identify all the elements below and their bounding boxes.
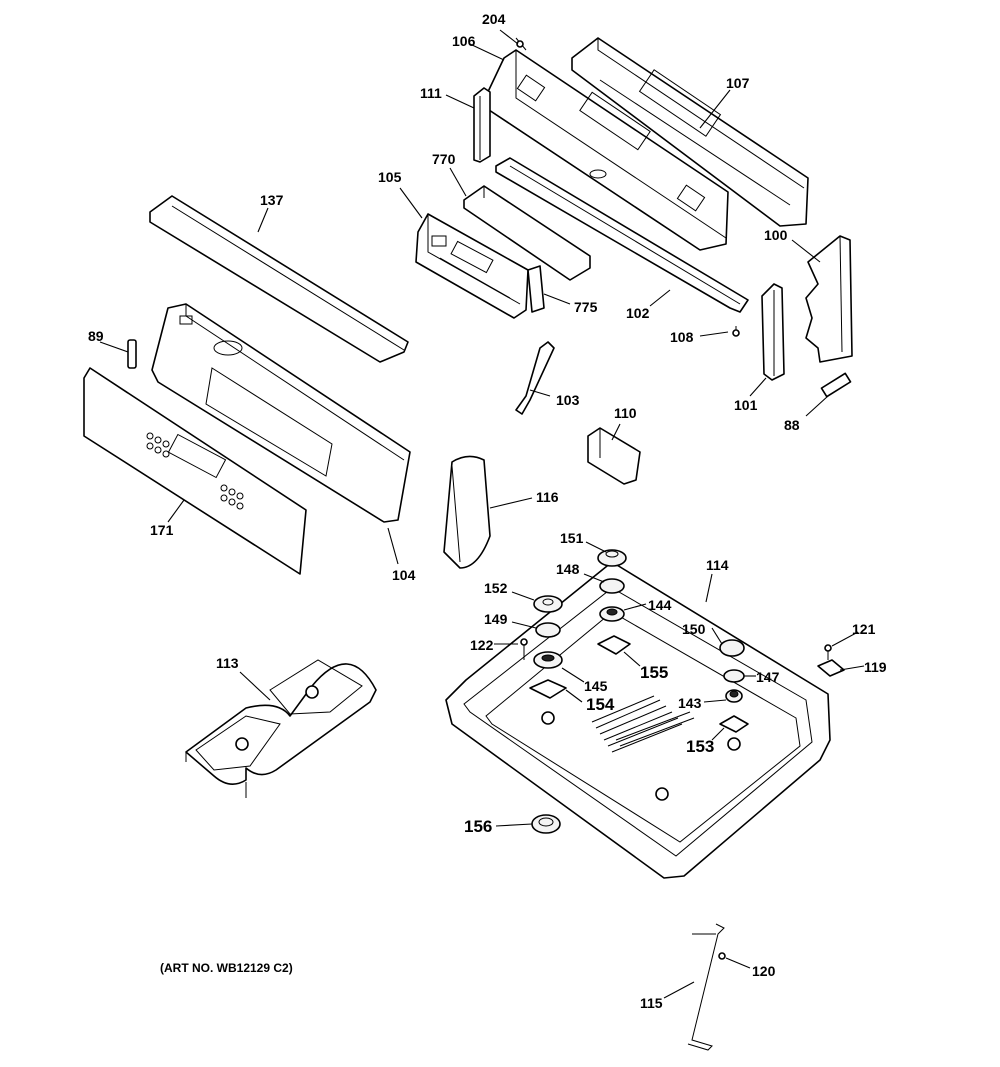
callout-100: 100 — [764, 227, 788, 243]
callout-116: 116 — [536, 489, 559, 505]
part-107-rear-cover — [571, 37, 809, 227]
callout-151: 151 — [560, 530, 584, 546]
callout-121: 121 — [852, 621, 876, 637]
part-116-end-cover — [443, 455, 491, 569]
callout-770: 770 — [432, 151, 456, 167]
part-137-top-trim — [149, 195, 409, 363]
callout-115: 115 — [640, 995, 663, 1011]
callout-156: 156 — [464, 817, 492, 836]
part-156-grommet — [531, 814, 561, 834]
callout-155: 155 — [640, 663, 668, 682]
part-143-burner-head — [725, 689, 743, 703]
part-151-burner-cap — [597, 549, 627, 567]
callout-104: 104 — [392, 567, 416, 583]
part-105-control-board — [415, 213, 529, 319]
part-100-side-panel — [805, 235, 853, 363]
callout-775: 775 — [574, 299, 598, 315]
part-106-backsplash-panel — [485, 49, 729, 251]
callout-113: 113 — [216, 655, 239, 671]
callout-103: 103 — [556, 392, 580, 408]
callout-145: 145 — [584, 678, 608, 694]
part-89-endcap — [127, 339, 137, 369]
part-114-cooktop — [445, 561, 831, 879]
part-149-burner-cap — [535, 622, 561, 638]
part-119-clip — [817, 659, 845, 677]
part-120-screw — [718, 952, 726, 960]
part-171-glass-panel — [83, 367, 307, 575]
callout-88: 88 — [784, 417, 800, 433]
part-775-bracket — [527, 265, 545, 313]
part-152-burner-cap — [533, 595, 563, 613]
part-150-burner-cap — [719, 639, 745, 657]
part-154-burner-plate — [529, 679, 567, 699]
callout-144: 144 — [648, 597, 672, 613]
callout-106: 106 — [452, 33, 476, 49]
part-113-burner-grate — [185, 659, 377, 798]
art-number: (ART NO. WB12129 C2) — [160, 961, 293, 975]
callout-114: 114 — [706, 557, 729, 573]
callout-171: 171 — [150, 522, 174, 538]
leader-lines — [99, 29, 865, 999]
callout-154: 154 — [586, 695, 615, 714]
callout-119: 119 — [864, 659, 887, 675]
callout-110: 110 — [614, 405, 637, 421]
part-115-rod — [687, 923, 725, 1051]
callout-111: 111 — [420, 85, 442, 101]
callout-153: 153 — [686, 737, 714, 756]
callout-labels: 204 106 107 111 770 105 137 100 102 775 … — [88, 11, 887, 1011]
callout-105: 105 — [378, 169, 402, 185]
part-88-spacer — [820, 372, 852, 398]
callout-120: 120 — [752, 963, 776, 979]
part-108-screw — [732, 326, 740, 337]
part-148-burner-cap — [599, 578, 625, 594]
callout-150: 150 — [682, 621, 706, 637]
part-155-burner-plate — [597, 635, 631, 655]
callout-101: 101 — [734, 397, 758, 413]
part-102-rail — [495, 157, 749, 313]
part-204-screw — [515, 37, 527, 51]
part-104-control-panel — [151, 303, 411, 523]
part-111-side-bracket — [473, 87, 491, 163]
part-770-control-bracket — [463, 185, 591, 281]
callout-102: 102 — [626, 305, 650, 321]
callout-89: 89 — [88, 328, 104, 344]
callout-122: 122 — [470, 637, 494, 653]
callout-107: 107 — [726, 75, 750, 91]
callout-149: 149 — [484, 611, 508, 627]
callout-204: 204 — [482, 11, 506, 27]
callout-137: 137 — [260, 192, 284, 208]
part-101-end-bracket — [761, 283, 785, 381]
callout-108: 108 — [670, 329, 694, 345]
part-121-screw — [824, 644, 832, 660]
part-145-burner-head — [533, 651, 563, 669]
part-144-burner-head — [599, 606, 625, 622]
callout-148: 148 — [556, 561, 580, 577]
callout-143: 143 — [678, 695, 702, 711]
part-153-burner-plate — [719, 715, 749, 733]
part-110-terminal-block — [587, 427, 641, 485]
callout-147: 147 — [756, 669, 780, 685]
part-147-burner-cap — [723, 669, 745, 683]
part-122-electrode — [520, 638, 528, 660]
callout-152: 152 — [484, 580, 508, 596]
part-103-hook — [515, 341, 555, 415]
